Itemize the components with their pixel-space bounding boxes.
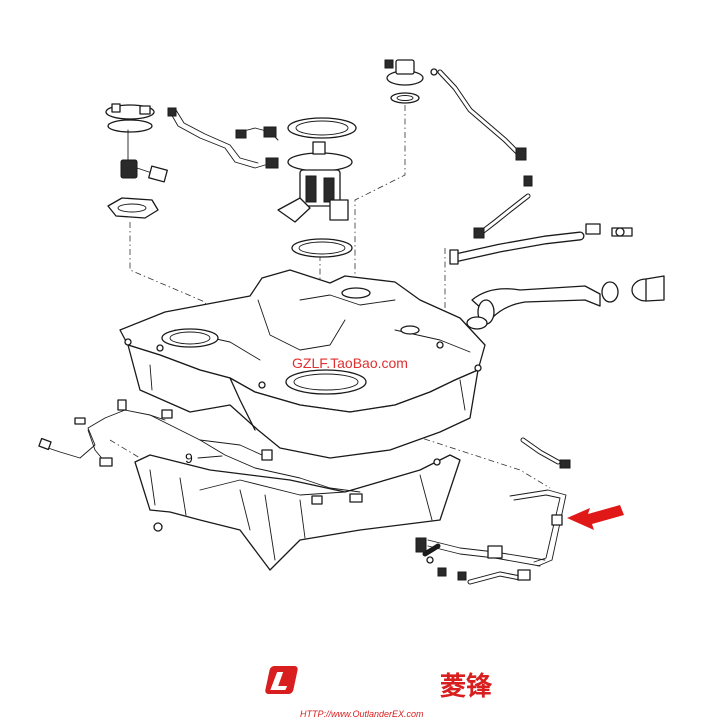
vent-valve [384, 59, 438, 104]
fuel-pump-module [277, 117, 357, 258]
brand-text: 菱锋 [440, 672, 493, 702]
vent-hose [437, 69, 533, 239]
fuel-level-sender [105, 103, 168, 219]
wiring-harness [38, 399, 363, 505]
fuel-tank [119, 269, 486, 459]
fuel-feed-lines [415, 437, 571, 585]
red-pointer-arrow [567, 505, 624, 530]
filler-hose [449, 223, 665, 330]
brand-url: HTTP://www.OutlanderEX.com [300, 709, 424, 719]
callout-number: 9 [185, 450, 193, 466]
tank-heat-shield [134, 454, 461, 571]
fuel-return-line [167, 107, 279, 169]
footer-brand-logo: 菱锋 HTTP://www.OutlanderEX.com [265, 666, 493, 719]
watermark-text: GZLF.TaoBao.com [292, 355, 408, 371]
callout-9: 9 [185, 450, 223, 466]
